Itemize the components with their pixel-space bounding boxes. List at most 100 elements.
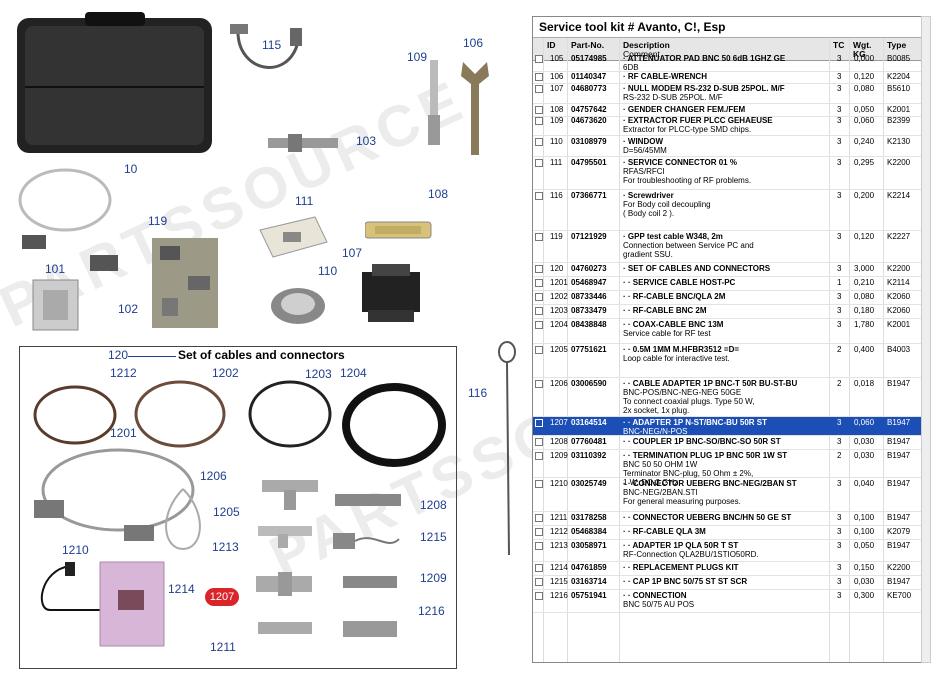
callout-116: 116 [468, 386, 488, 400]
table-header: ID Part-No. Description Comment TC Wgt. … [533, 38, 921, 61]
cell-id: 1205 [550, 345, 568, 354]
scrollbar[interactable] [921, 16, 931, 663]
row-checkbox[interactable] [535, 419, 543, 427]
cell-tc: 3 [837, 479, 842, 488]
cell-tc: 3 [837, 264, 842, 273]
col-divider [883, 38, 884, 662]
row-checkbox[interactable] [535, 578, 543, 586]
row-checkbox[interactable] [535, 265, 543, 273]
cell-part-no: 01140347 [571, 72, 607, 81]
cell-tc: 3 [837, 191, 842, 200]
cell-tc: 3 [837, 591, 842, 600]
row-checkbox[interactable] [535, 106, 543, 114]
cell-weight: 0,050 [854, 105, 875, 114]
row-checkbox[interactable] [535, 159, 543, 167]
row-checkbox[interactable] [535, 85, 543, 93]
row-checkbox[interactable] [535, 233, 543, 241]
row-checkbox[interactable] [535, 542, 543, 550]
callout-1210: 1210 [62, 543, 89, 557]
callout-1216: 1216 [418, 604, 445, 618]
cell-type: K2114 [887, 278, 910, 287]
cell-comment: Connection between Service PC and [623, 241, 754, 250]
col-wgt[interactable]: Wgt. [853, 40, 872, 50]
col-type[interactable]: Type [887, 40, 907, 50]
cell-weight: 1,780 [854, 320, 875, 329]
cell-type: B5610 [887, 84, 911, 93]
cell-id: 1213 [550, 541, 568, 550]
cell-type: K2200 [887, 158, 911, 167]
row-checkbox[interactable] [535, 279, 543, 287]
col-kg: KG [853, 49, 866, 59]
col-tc[interactable]: TC [833, 40, 845, 50]
row-checkbox[interactable] [535, 480, 543, 488]
cell-id: 111 [550, 158, 563, 167]
cell-tc: 2 [837, 379, 842, 388]
row-checkbox[interactable] [535, 452, 543, 460]
cell-weight: 0,295 [854, 158, 875, 167]
row-checkbox[interactable] [535, 321, 543, 329]
row-checkbox[interactable] [535, 307, 543, 315]
col-id[interactable]: ID [547, 40, 556, 50]
cell-part-no: 08733446 [571, 292, 607, 301]
row-checkbox[interactable] [535, 117, 543, 125]
cell-id: 1214 [550, 563, 568, 572]
callout-1204: 1204 [340, 366, 367, 380]
row-checkbox[interactable] [535, 73, 543, 81]
callout-1213: 1213 [212, 540, 239, 554]
row-checkbox[interactable] [535, 438, 543, 446]
cell-id: 1216 [550, 591, 568, 600]
row-checkbox[interactable] [535, 346, 543, 354]
row-checkbox[interactable] [535, 592, 543, 600]
col-desc[interactable]: Description [623, 40, 670, 50]
cell-comment: Extractor for PLCC-type SMD chips. [623, 125, 752, 134]
row-checkbox[interactable] [535, 138, 543, 146]
cell-part-no: 04760273 [571, 264, 607, 273]
callout-1205: 1205 [213, 505, 240, 519]
cell-description: · WINDOW [623, 137, 663, 146]
col-divider [543, 38, 544, 662]
cell-tc: 3 [837, 116, 842, 125]
row-checkbox[interactable] [535, 192, 543, 200]
row-checkbox[interactable] [535, 528, 543, 536]
row-checkbox[interactable] [535, 514, 543, 522]
callout-106: 106 [463, 36, 484, 50]
row-checkbox[interactable] [535, 564, 543, 572]
col-part[interactable]: Part-No. [571, 40, 605, 50]
cell-weight: 0,050 [854, 541, 875, 550]
row-checkbox[interactable] [535, 380, 543, 388]
cell-tc: 3 [837, 577, 842, 586]
cell-description: · GPP test cable W348, 2m [623, 232, 723, 241]
cell-comment: 6DB [623, 63, 639, 72]
cell-weight: 0,030 [854, 451, 875, 460]
row-checkbox[interactable] [535, 293, 543, 301]
cell-id: 1215 [550, 577, 568, 586]
cable-set-box [19, 346, 457, 669]
row-checkbox[interactable] [535, 55, 543, 63]
